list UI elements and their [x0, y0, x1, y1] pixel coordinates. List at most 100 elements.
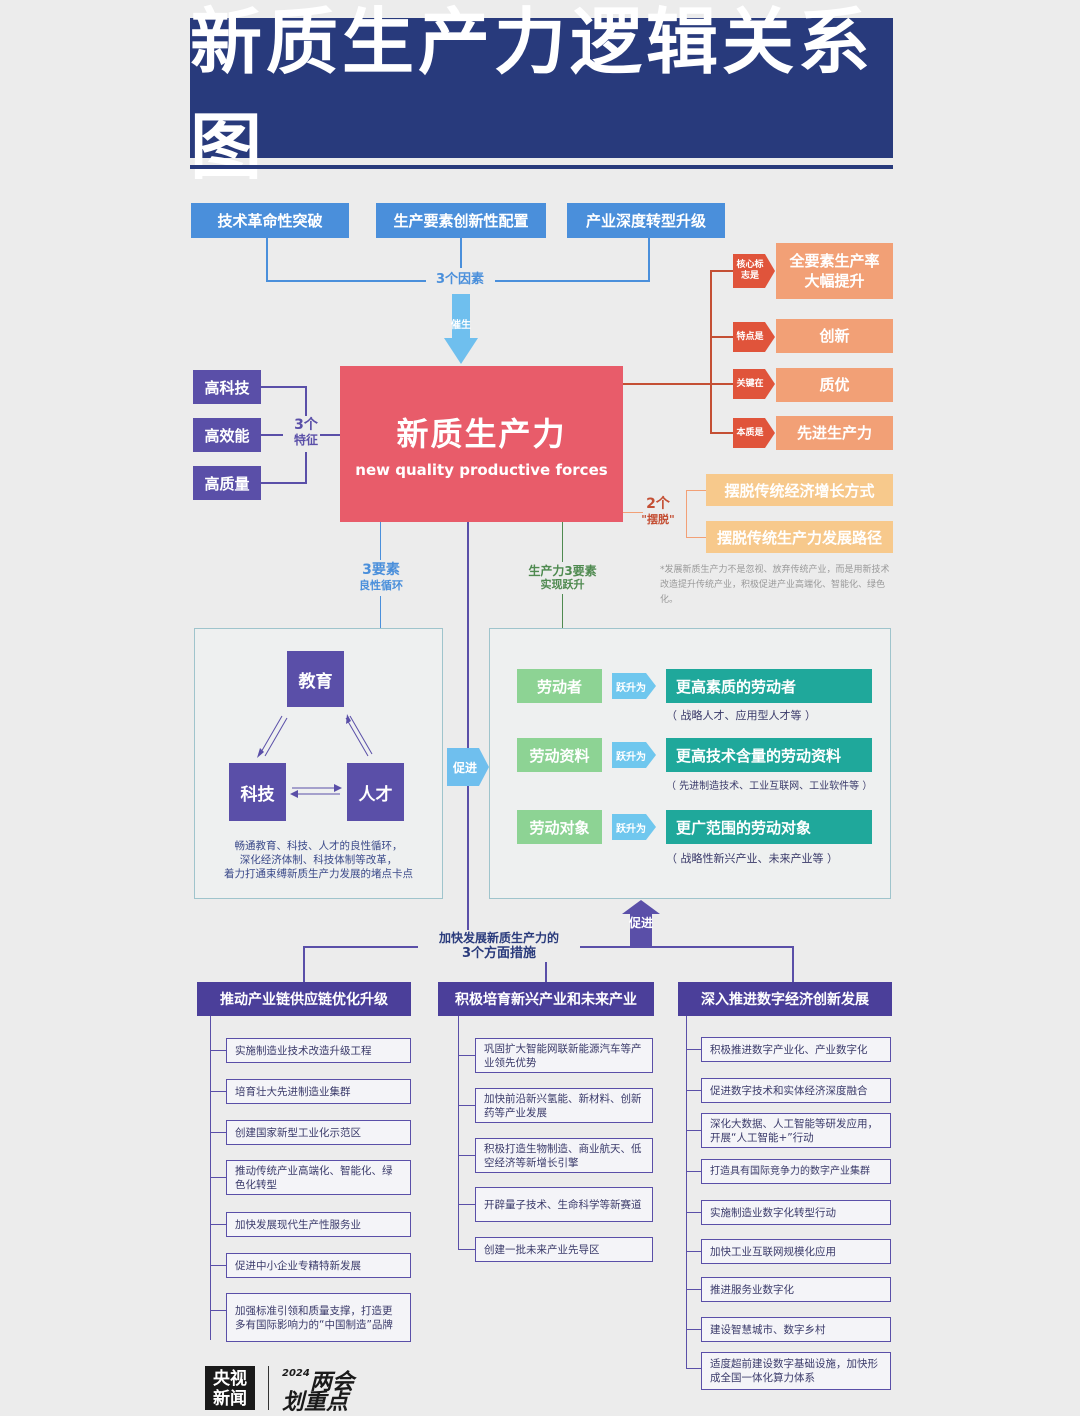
logo-year: 2024: [282, 1368, 310, 1379]
tag-arrow: [733, 369, 775, 399]
three-elements-label: 3要素 良性循环: [345, 563, 417, 593]
connector: [686, 1368, 701, 1369]
measure-2-item: 开辟量子技术、生命科学等新赛道: [475, 1187, 653, 1222]
connector: [710, 383, 736, 385]
connector: [686, 1016, 687, 1368]
main-spine: [467, 522, 469, 930]
feature-box-3: 高质量: [193, 466, 261, 500]
break-free-text: "摆脱": [641, 513, 675, 526]
factor-box-2: 生产要素创新性配置: [376, 203, 546, 238]
chain-tag-3: 关键在: [736, 378, 764, 389]
arrow-icon: [612, 742, 656, 768]
left-note-line-1: 畅通教育、科技、人才的良性循环，: [234, 840, 403, 852]
chain-tag-4: 本质是: [736, 427, 764, 438]
break-free-box-2: 摆脱传统生产力发展路径: [706, 521, 893, 553]
connector: [460, 238, 462, 268]
productivity-label-main: 生产力3要素: [528, 564, 597, 578]
measures-label-top: 加快发展新质生产力的: [438, 931, 559, 945]
arrow-label: 跃升为: [616, 823, 646, 835]
left-note-line-2: 深化经济体制、科技体制等改革，: [239, 854, 398, 866]
node-talent: 人才: [347, 763, 404, 821]
measure-1-item: 创建国家新型工业化示范区: [226, 1120, 411, 1145]
connector: [686, 537, 706, 538]
productivity-label-sub: 实现跃升: [540, 578, 585, 591]
left-note-line-3: 着力打通束缚新质生产力发展的堵点卡点: [224, 868, 413, 880]
node-technology: 科技: [229, 763, 286, 821]
up-arrow: [622, 900, 660, 946]
logo-line-1: 央视: [213, 1369, 247, 1389]
connector: [261, 386, 306, 388]
measure-3-item: 建设智慧城市、数字乡村: [701, 1317, 891, 1342]
connector: [580, 946, 794, 948]
connector: [686, 1171, 701, 1172]
connector: [792, 946, 794, 982]
measure-3-item: 促进数字技术和实体经济深度融合: [701, 1078, 891, 1103]
factor-box-1: 技术革命性突破: [191, 203, 349, 238]
connector: [261, 482, 306, 484]
tag-arrow: [733, 254, 775, 288]
measure-2-item: 加快前沿新兴氢能、新材料、创新药等产业发展: [475, 1088, 653, 1123]
measure-2-item: 巩固扩大智能网联新能源汽车等产业领先优势: [475, 1038, 653, 1073]
connector: [686, 1251, 701, 1252]
connector: [710, 432, 736, 434]
core-concept-box: 新质生产力 new quality productive forces: [340, 366, 623, 522]
connector: [623, 383, 710, 385]
connector: [305, 386, 307, 416]
connector: [266, 280, 426, 282]
cctv-news-logo: 央视 新闻: [205, 1366, 255, 1410]
chain-box-1: 全要素生产率大幅提升: [776, 243, 893, 299]
measure-1-item: 实施制造业技术改造升级工程: [226, 1038, 411, 1063]
measure-3-item: 推进服务业数字化: [701, 1277, 891, 1302]
measure-3-item: 打造具有国际竞争力的数字产业集群: [701, 1159, 891, 1184]
arrow-label: 跃升为: [616, 682, 646, 694]
three-elements-text: 良性循环: [359, 579, 403, 592]
connector: [210, 1091, 226, 1092]
connector: [380, 522, 381, 560]
logo-event: 两会: [310, 1370, 355, 1395]
arrow-icon: [612, 673, 656, 699]
connector: [458, 1016, 459, 1249]
productivity-label: 生产力3要素 实现跃升: [515, 564, 610, 592]
logo-line-2: 新闻: [213, 1389, 247, 1409]
connector: [458, 1204, 475, 1205]
left-panel-note: 畅通教育、科技、人才的良性循环， 深化经济体制、科技体制等改革， 着力打通束缚新…: [197, 839, 440, 881]
measure-head-1: 推动产业链供应链优化升级: [197, 982, 411, 1016]
cycle-arrows: [257, 714, 373, 798]
break-free-num: 2个: [646, 496, 670, 512]
connector: [303, 946, 418, 948]
measure-head-3: 深入推进数字经济创新发展: [678, 982, 892, 1016]
connector: [562, 522, 563, 562]
arrow-label-spawn: 催生: [451, 320, 471, 331]
element-to-1: 更高素质的劳动者: [666, 669, 872, 703]
connector: [458, 1155, 475, 1156]
connector: [210, 1224, 226, 1225]
measures-label-bottom: 3个方面措施: [461, 946, 537, 961]
connector: [320, 434, 340, 436]
break-free-label: 2个 "摆脱": [632, 497, 684, 527]
feature-box-1: 高科技: [193, 370, 261, 404]
title-banner: [190, 18, 893, 158]
measure-1-item: 推动传统产业高端化、智能化、绿色化转型: [226, 1160, 411, 1195]
connector: [261, 434, 283, 436]
break-free-box-1: 摆脱传统经济增长方式: [706, 474, 893, 506]
chain-tag-2: 特点是: [736, 331, 764, 342]
measure-1-item: 促进中小企业专精特新发展: [226, 1253, 411, 1278]
connector: [710, 270, 712, 434]
factors-label: 3个因素: [435, 272, 485, 287]
promote-right-label: 促进: [452, 760, 477, 775]
measure-1-item: 加快发展现代生产性服务业: [226, 1212, 411, 1237]
three-elements-num: 3要素: [362, 562, 400, 578]
connector: [266, 238, 268, 281]
measure-3-item: 深化大数据、人工智能等研发应用，开展“人工智能+”行动: [701, 1113, 891, 1148]
core-title-en: new quality productive forces: [355, 461, 608, 479]
factor-box-3: 产业深度转型升级: [567, 203, 725, 238]
connector: [686, 1090, 701, 1091]
arrow-label: 跃升为: [616, 751, 646, 763]
title-underline: [190, 165, 893, 169]
element-note-2: （ 先进制造技术、工业互联网、工业软件等 ）: [666, 781, 873, 792]
promote-arrow: [447, 748, 489, 786]
arrow-icon: [612, 814, 656, 840]
connector: [305, 452, 307, 484]
measure-head-2: 积极培育新兴产业和未来产业: [438, 982, 654, 1016]
logo-sub: 划重点: [282, 1390, 349, 1415]
